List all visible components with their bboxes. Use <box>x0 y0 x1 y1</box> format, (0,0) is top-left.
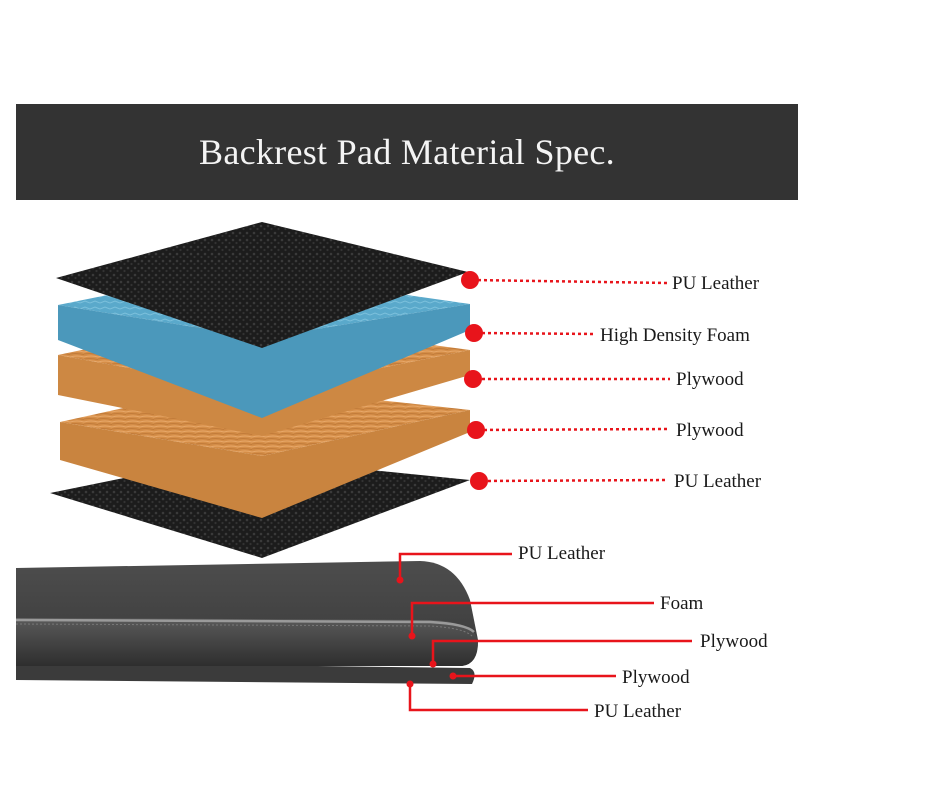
callout-label: PU Leather <box>674 471 762 492</box>
callout-label: High Density Foam <box>600 325 750 346</box>
callout-marker <box>396 576 404 584</box>
pad-seam <box>15 618 475 633</box>
layer-foam-side <box>58 304 470 418</box>
pad-label-pu-leather: PU Leather <box>518 543 606 564</box>
callout-label: Plywood <box>676 369 744 390</box>
pad-front-face <box>16 618 478 666</box>
pad-callout-dots <box>396 576 457 688</box>
callout-line-foam <box>410 601 654 636</box>
pad-callout-labels: PU Leather Foam Plywood Plywood PU Leath… <box>518 543 768 722</box>
callout-marker <box>449 672 457 680</box>
callout-marker <box>408 632 416 640</box>
exploded-layer-stack <box>50 222 470 558</box>
callout-marker <box>406 680 414 688</box>
exploded-callouts: PU Leather High Density Foam Plywood Ply… <box>461 271 762 492</box>
callout-pu-leather-bottom: PU Leather <box>470 471 762 492</box>
layer-plywood-2-side <box>60 410 470 518</box>
title-banner: Backrest Pad Material Spec. <box>16 104 798 200</box>
callout-label: Plywood <box>676 420 744 441</box>
page-title: Backrest Pad Material Spec. <box>199 132 615 172</box>
callout-line-plywood-1 <box>431 639 692 664</box>
pad-callouts <box>398 552 692 712</box>
callout-marker <box>467 421 485 439</box>
pad-label-plywood-2: Plywood <box>622 667 690 688</box>
callout-label: PU Leather <box>672 273 760 294</box>
callout-marker <box>464 370 482 388</box>
pad-label-plywood-1: Plywood <box>700 631 768 652</box>
callout-marker <box>429 660 437 668</box>
callout-plywood-1: Plywood <box>464 369 744 390</box>
pad-label-foam: Foam <box>660 593 704 614</box>
callout-high-density-foam: High Density Foam <box>465 324 750 346</box>
pad-label-pu-leather-bottom: PU Leather <box>594 701 682 722</box>
assembled-pad <box>15 561 478 684</box>
pad-base-strip <box>16 662 475 684</box>
callout-pu-leather-top: PU Leather <box>461 271 760 294</box>
callout-marker <box>461 271 479 289</box>
layer-pu-leather-top <box>56 222 468 348</box>
callout-line-pu-leather-bottom <box>408 684 588 712</box>
callout-plywood-2: Plywood <box>467 420 744 441</box>
callout-marker <box>470 472 488 490</box>
callout-marker <box>465 324 483 342</box>
callout-line-pu-leather <box>398 552 512 580</box>
